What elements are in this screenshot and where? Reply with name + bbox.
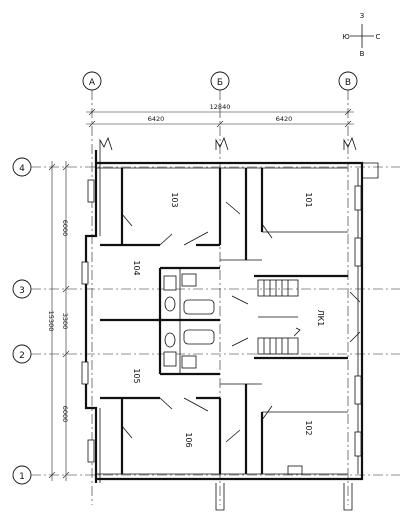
sink-lower xyxy=(181,355,197,369)
dim-total-height: 15300 xyxy=(47,311,55,332)
windows xyxy=(81,179,362,463)
bathtub-lower xyxy=(183,329,215,345)
exterior-walls xyxy=(84,136,379,511)
dim-total-width: 12840 xyxy=(210,103,231,111)
compass-north-label: С xyxy=(376,33,381,41)
dim-right-span: 6420 xyxy=(276,115,293,123)
axis-bubble-1: 1 xyxy=(12,465,32,485)
bathtub-upper xyxy=(183,299,215,315)
room-label-102: 102 xyxy=(304,420,313,435)
dim-middle-span: 3300 xyxy=(61,313,69,330)
axis-label-3: 3 xyxy=(19,286,25,296)
plumbing-fixtures xyxy=(163,273,303,475)
axis-label-1: 1 xyxy=(19,472,25,482)
axis-label-b: Б xyxy=(217,78,223,88)
axis-label-a: А xyxy=(89,78,96,88)
axis-bubble-3: 3 xyxy=(12,279,32,299)
room-labels: 103 101 104 ЛК1 105 106 102 xyxy=(132,192,325,447)
compass-south-label: Ю xyxy=(342,33,350,41)
entrance-grate xyxy=(287,465,303,475)
room-label-106: 106 xyxy=(184,432,193,447)
dim-lower-span: 6000 xyxy=(61,406,69,423)
dim-left-span: 6420 xyxy=(148,115,165,123)
dimension-left: 15300 6000 3300 6000 xyxy=(47,161,70,481)
compass-east-label: В xyxy=(360,50,365,58)
axis-label-4: 4 xyxy=(19,164,25,174)
staircase xyxy=(257,279,301,355)
axis-bubble-v: В xyxy=(338,71,358,91)
axis-label-2: 2 xyxy=(19,351,25,361)
dimension-top: 12840 6420 6420 xyxy=(86,103,354,128)
sink-upper xyxy=(181,273,197,287)
washbasin-upper xyxy=(163,275,177,291)
axis-label-v: В xyxy=(345,78,351,88)
room-label-lk1: ЛК1 xyxy=(316,310,325,327)
toilet-lower xyxy=(164,332,176,348)
interior-walls xyxy=(100,168,348,474)
toilet-upper xyxy=(164,296,176,312)
axis-bubble-a: А xyxy=(82,71,102,91)
room-label-104: 104 xyxy=(132,260,141,275)
door-swings xyxy=(121,201,361,443)
room-label-101: 101 xyxy=(304,192,313,207)
compass: З В Ю С xyxy=(342,12,380,58)
room-label-105: 105 xyxy=(132,368,141,383)
room-label-103: 103 xyxy=(170,192,179,207)
axis-bubble-b: Б xyxy=(210,71,230,91)
axis-bubble-2: 2 xyxy=(12,344,32,364)
axis-bubble-4: 4 xyxy=(12,157,32,177)
washbasin-lower xyxy=(163,351,177,367)
dim-upper-span: 6000 xyxy=(61,220,69,237)
compass-west-label: З xyxy=(360,12,365,20)
